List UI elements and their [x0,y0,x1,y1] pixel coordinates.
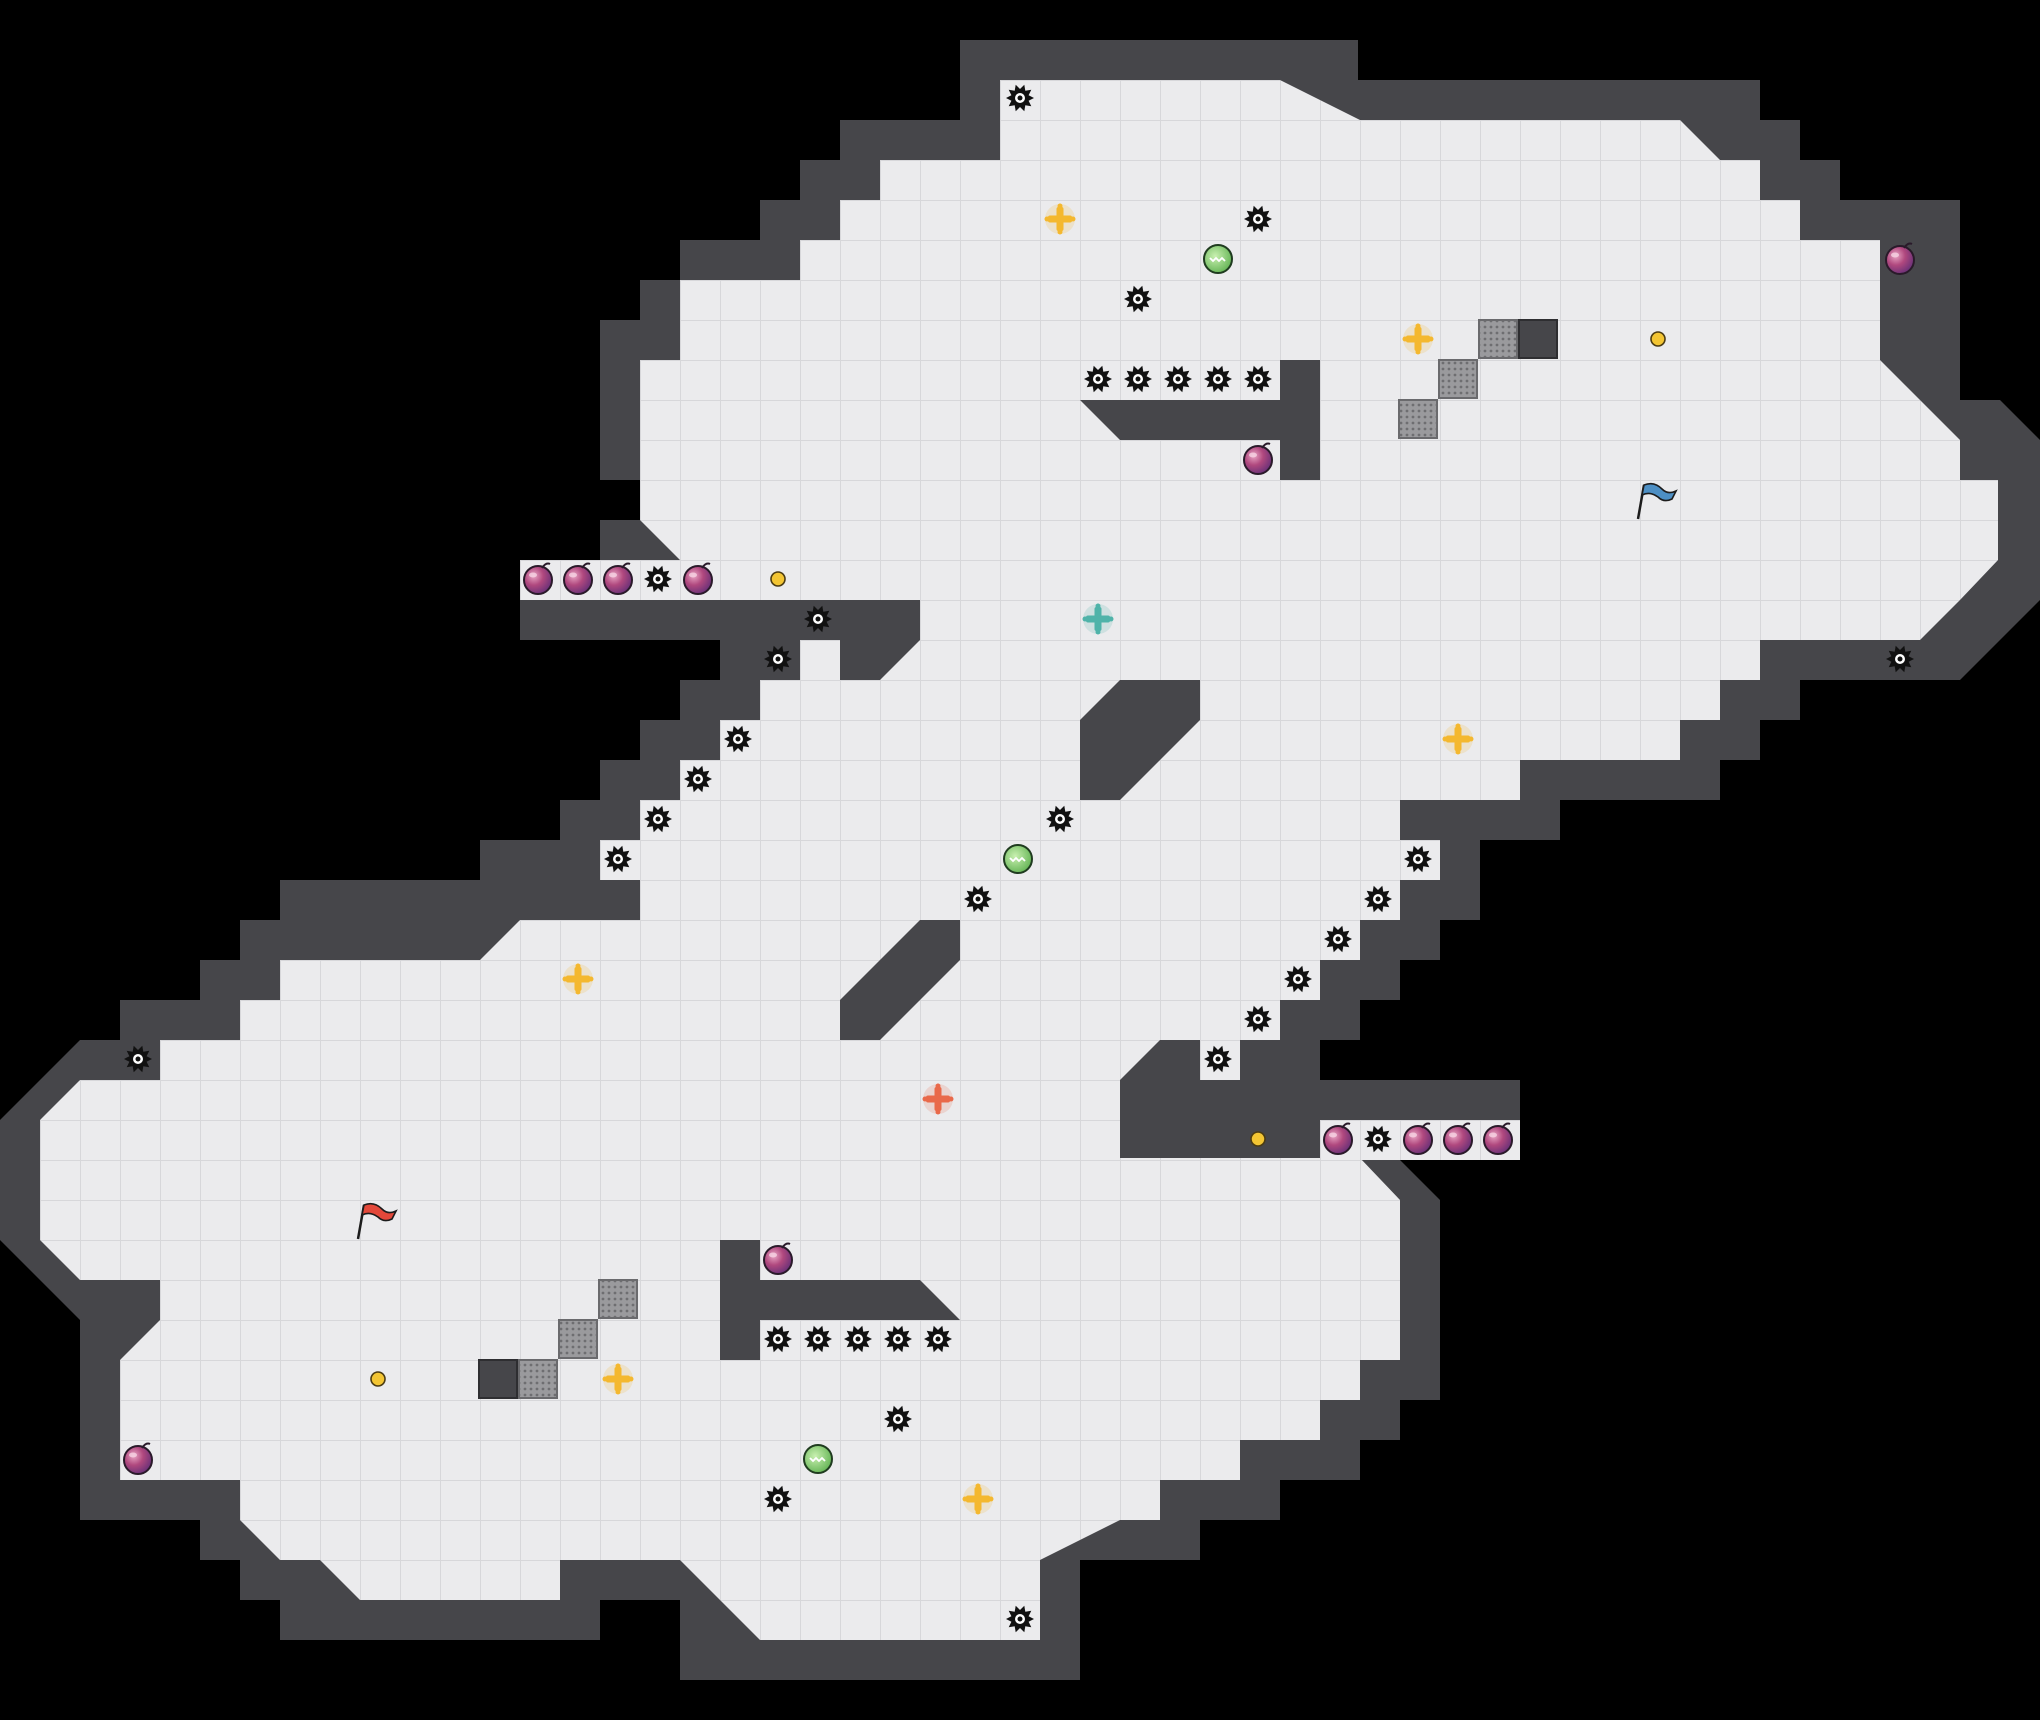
left-ledge-bar [520,600,920,680]
bomb-icon [563,562,593,595]
start-flag-icon [356,1202,398,1240]
goal-flag-icon [1636,482,1678,520]
bounce-pad-icon [1003,844,1033,874]
spike-icon [1124,285,1152,313]
bomb-icon [523,562,553,595]
coin-icon [770,571,786,587]
bomb-icon [1403,1122,1433,1155]
spike-icon [804,605,832,633]
spike-icon [604,845,632,873]
coin-icon [370,1371,386,1387]
bounce-pad-icon [1203,244,1233,274]
diagonal-slab-upper [1080,680,1200,800]
spike-icon [1084,365,1112,393]
crumble-block [598,1279,638,1319]
plus-pickup-icon [1402,323,1434,355]
spike-icon [764,645,792,673]
bomb-icon [1243,442,1273,475]
solid-blocks [478,319,1558,1399]
solid-block [1518,319,1558,359]
bomb-icon [763,1242,793,1275]
bomb-icon [1443,1122,1473,1155]
spike-icon [1244,365,1272,393]
plus-pickup-icon [602,1363,634,1395]
plus-pickup-icon [1044,203,1076,235]
plus-pickup-icon [922,1083,954,1115]
spike-icon [764,1325,792,1353]
bomb-icon [683,562,713,595]
spike-icon [1324,925,1352,953]
lower-t-ledge [720,1240,960,1360]
plus-pickups [562,203,1474,1515]
spike-icon [764,1485,792,1513]
spike-icon [124,1045,152,1073]
bomb-icon [1483,1122,1513,1155]
spike-icon [884,1405,912,1433]
flags [356,482,1678,1240]
right-ledge-bar [1120,1040,1520,1120]
spike-icon [1244,1005,1272,1033]
bombs [123,242,1915,1475]
bounce-pad-icon [803,1444,833,1474]
spike-icon [724,725,752,753]
spike-icon [1204,365,1232,393]
bomb-icon [123,1442,153,1475]
spike-icon [1886,645,1914,673]
interior-walls [520,360,1520,1360]
bomb-icon [1323,1122,1353,1155]
crumble-blocks [518,319,1518,1399]
spike-icon [1404,845,1432,873]
spike-icon [1204,1045,1232,1073]
spike-icon [1006,1605,1034,1633]
spike-icon [964,885,992,913]
coin-icon [1650,331,1666,347]
spike-icon [1006,84,1034,112]
spike-icon [1364,885,1392,913]
bomb-icon [603,562,633,595]
bomb-icon [1885,242,1915,275]
plus-pickup-icon [1082,603,1114,635]
spike-icon [884,1325,912,1353]
spike-icon [1164,365,1192,393]
crumble-block [1398,399,1438,439]
crumble-block [1478,319,1518,359]
plus-pickup-icon [962,1483,994,1515]
spike-icon [1244,205,1272,233]
crumble-block [518,1359,558,1399]
solid-block [478,1359,518,1399]
coin-icon [1250,1131,1266,1147]
spike-icon [924,1325,952,1353]
spike-icon [1284,965,1312,993]
spike-icon [804,1325,832,1353]
bouncers [803,244,1233,1474]
spike-icon [844,1325,872,1353]
spike-icon [644,805,672,833]
spike-icon [1124,365,1152,393]
coins [370,331,1666,1387]
crumble-block [1438,359,1478,399]
spike-icon [1364,1125,1392,1153]
plus-pickup-icon [1442,723,1474,755]
plus-pickup-icon [562,963,594,995]
spike-icon [1046,805,1074,833]
spike-hazards [124,84,1914,1633]
spike-icon [644,565,672,593]
crumble-block [558,1319,598,1359]
spike-icon [684,765,712,793]
diagonal-slab-lower [840,920,960,1040]
upper-t-ledge [1080,360,1320,480]
